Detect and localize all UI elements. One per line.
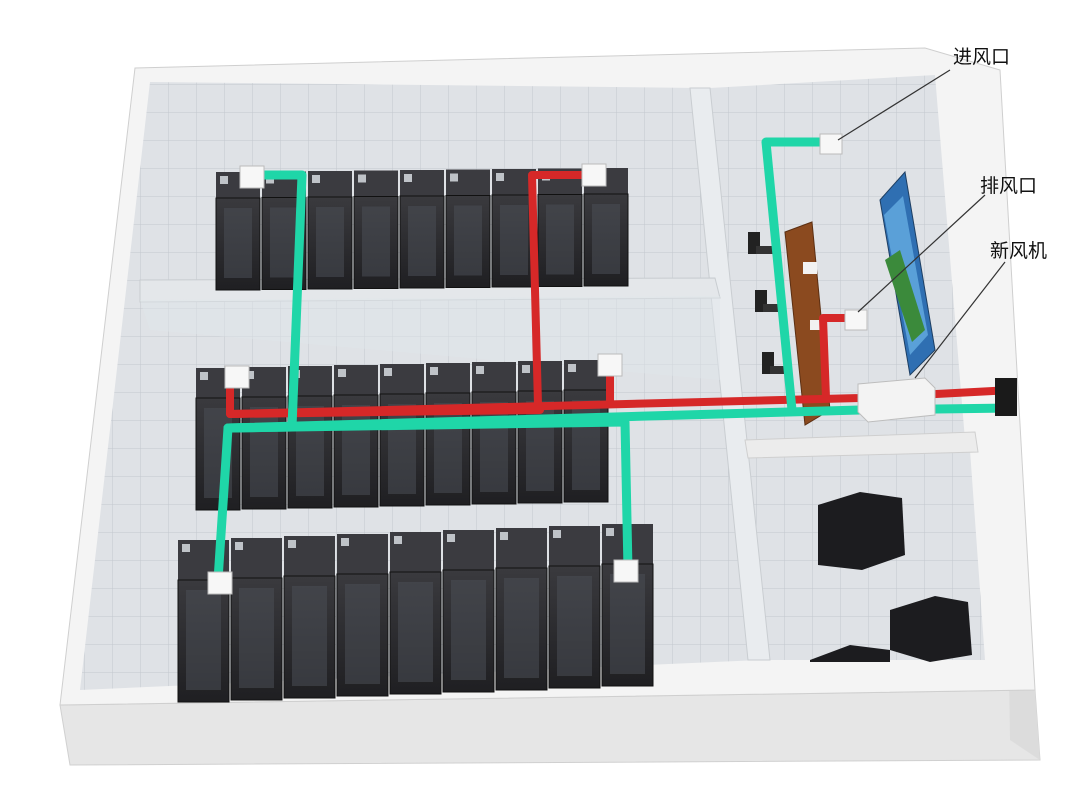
- rack-row-back: [215, 168, 629, 291]
- chair-icon: [755, 290, 785, 312]
- server-rack-icon: [230, 538, 283, 701]
- chair-icon: [762, 352, 792, 374]
- precision-ac-icon: [810, 492, 972, 662]
- vent-icon: [597, 353, 623, 377]
- server-rack-icon: [491, 169, 537, 288]
- fresh-air-unit-label: 新风机: [990, 240, 1048, 262]
- vent-icon: [819, 133, 843, 155]
- server-rack-icon: [399, 170, 445, 289]
- air-inlet-label: 进风口: [953, 46, 1011, 68]
- server-rack-icon: [495, 528, 548, 691]
- server-rack-icon: [537, 168, 583, 287]
- server-rack-icon: [601, 524, 654, 687]
- vent-icon: [581, 163, 607, 187]
- vent-icon: [207, 571, 233, 595]
- office-area: [748, 170, 936, 426]
- server-rack-icon: [471, 362, 517, 505]
- vent-icon: [239, 165, 265, 189]
- vent-icon: [613, 559, 639, 583]
- server-rack-icon: [445, 169, 491, 288]
- server-rack-icon: [336, 534, 389, 697]
- server-rack-icon: [425, 363, 471, 506]
- chair-icon: [748, 232, 778, 254]
- server-rack-icon: [548, 526, 601, 689]
- server-rack-icon: [215, 172, 261, 291]
- exhaust-outlet-label: 排风口: [980, 175, 1038, 197]
- server-rack-icon: [442, 530, 495, 693]
- vent-icon: [844, 309, 868, 331]
- server-rack-icon: [283, 536, 336, 699]
- server-rack-icon: [333, 365, 379, 508]
- vent-icon: [224, 365, 250, 389]
- rack-row-front: [177, 524, 654, 703]
- leader-lines: [837, 69, 1006, 379]
- server-rack-icon: [307, 171, 353, 290]
- rack-row-middle: [195, 360, 609, 511]
- fresh-air-unit: [857, 377, 1017, 423]
- server-rack-icon: [389, 532, 442, 695]
- server-rack-icon: [563, 360, 609, 503]
- server-rack-icon: [353, 170, 399, 289]
- server-rack-icon: [379, 364, 425, 507]
